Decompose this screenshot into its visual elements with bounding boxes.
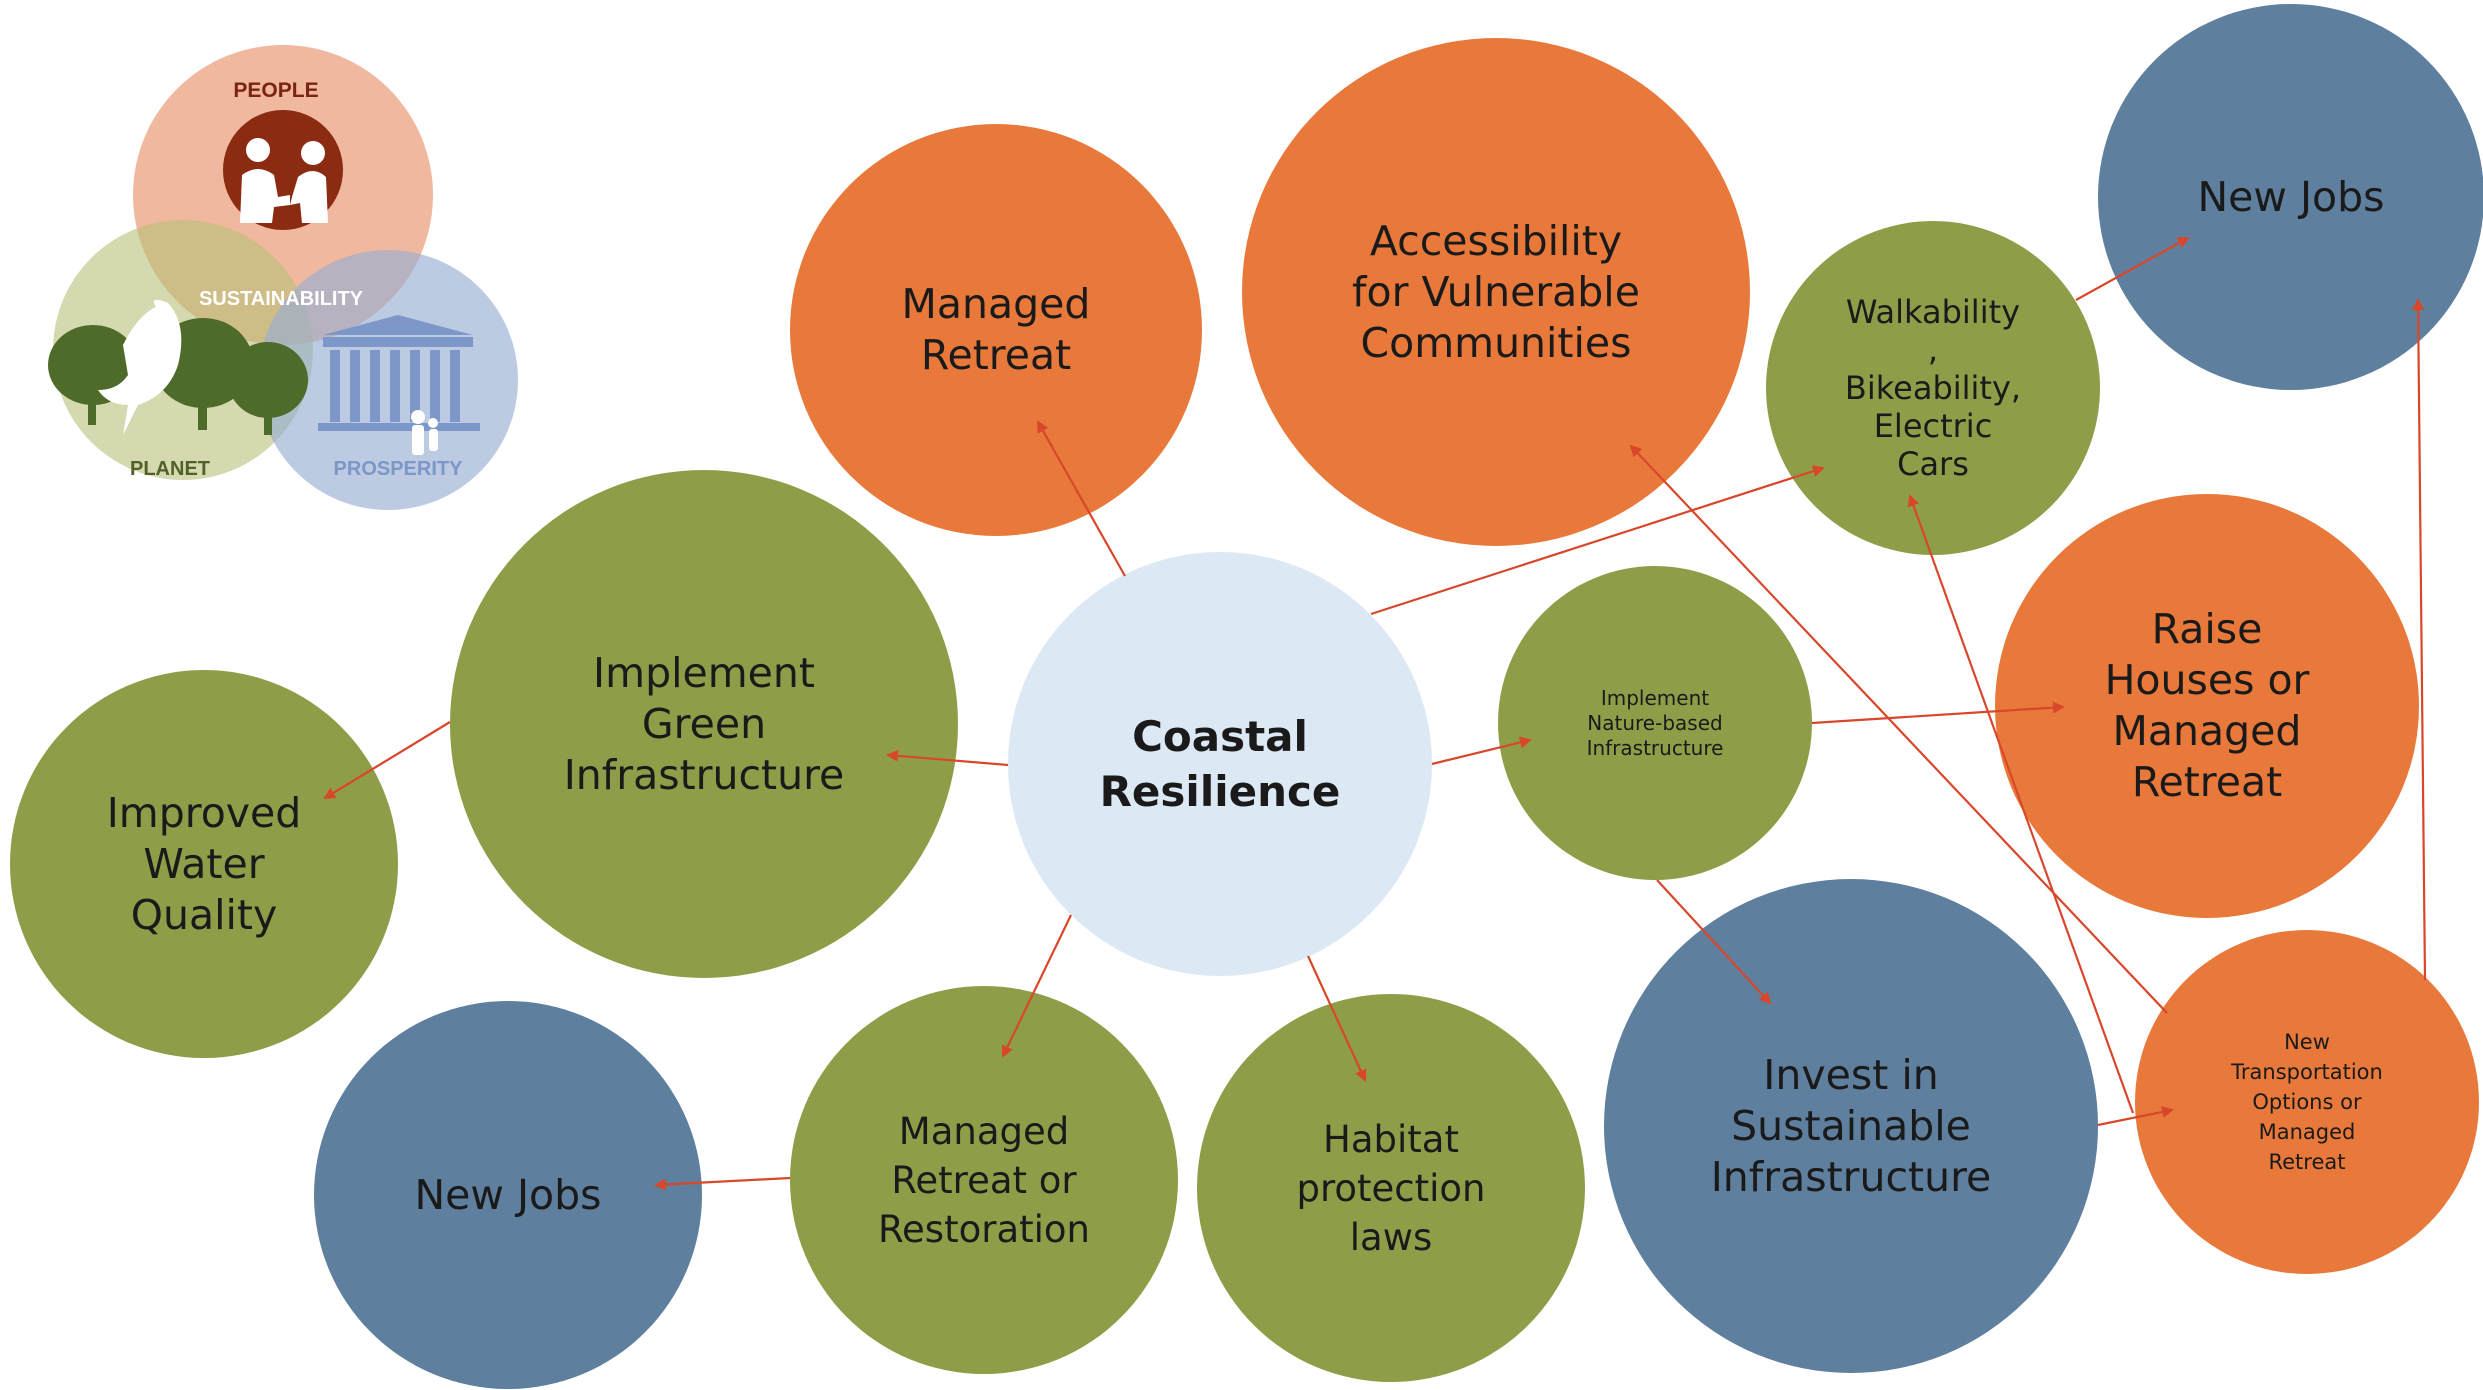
node-habitat-label: Habitat protection laws (1296, 1117, 1486, 1259)
node-managed-retreat-label: Managed Retreat (901, 280, 1091, 379)
node-raise-houses: Raise Houses or Managed Retreat (1995, 494, 2419, 918)
node-implement-green: Implement Green Infrastructure (450, 470, 958, 978)
node-new-transport: New Transportation Options or Managed Re… (2135, 930, 2479, 1274)
arrow-green-to-water (323, 721, 451, 800)
arrow-center-to-nature (1431, 736, 1532, 766)
sustainability-label: SUSTAINABILITY (199, 288, 364, 310)
arrow-center-to-walkability (1370, 465, 1825, 616)
arrow-center-to-green (886, 749, 1009, 767)
handshake-icon (223, 110, 343, 230)
arrow-invest-to-transport (2097, 1106, 2174, 1127)
arrow-walkability-to-new-jobs (2075, 237, 2190, 301)
node-accessibility: Accessibility for Vulnerable Communities (1242, 38, 1750, 546)
arrow-transport-to-accessibility (1629, 444, 2168, 1014)
node-raise-houses-label: Raise Houses or Managed Retreat (2104, 605, 2310, 806)
node-habitat: Habitat protection laws (1197, 994, 1585, 1382)
node-walkability-label: Walkability , Bikeability, Electric Cars (1844, 293, 2022, 483)
node-nature-based-label: Implement Nature-based Infrastructure (1586, 685, 1724, 760)
node-coastal-resilience: Coastal Resilience (1008, 552, 1432, 976)
node-invest-label: Invest in Sustainable Infrastructure (1710, 1050, 1992, 1201)
prosperity-circle (258, 250, 518, 510)
node-implement-green-label: Implement Green Infrastructure (563, 648, 845, 799)
node-managed-retreat: Managed Retreat (790, 124, 1202, 536)
node-new-jobs-top-label: New Jobs (2197, 172, 2385, 221)
arrow-restoration-to-jobs (654, 1176, 791, 1191)
heron-icon (98, 299, 182, 435)
arrow-transport-to-new-jobs (2412, 298, 2427, 981)
node-accessibility-label: Accessibility for Vulnerable Communities (1352, 216, 1640, 367)
sustainability-logo: PEOPLE SUSTAINABILITY PLANET PROSPERITY (48, 45, 518, 510)
node-nature-based: Implement Nature-based Infrastructure (1498, 566, 1812, 880)
building-icon (318, 315, 480, 431)
node-retreat-restoration-label: Managed Retreat or Restoration (878, 1109, 1090, 1251)
node-coastal-resilience-label: Coastal Resilience (1099, 712, 1341, 816)
node-improved-water-label: Improved Water Quality (106, 788, 302, 939)
node-new-jobs-bottom-label: New Jobs (414, 1170, 602, 1219)
arrow-transport-to-walkability (1907, 494, 2135, 1114)
arrow-nature-to-raise (1811, 701, 2065, 725)
family-icon (411, 410, 438, 455)
arrow-nature-to-invest (1656, 879, 1772, 1005)
people-label: PEOPLE (233, 79, 318, 102)
node-invest: Invest in Sustainable Infrastructure (1604, 879, 2098, 1373)
arrow-center-to-restoration (1001, 914, 1072, 1058)
arrow-center-to-habitat (1307, 955, 1367, 1082)
prosperity-label: PROSPERITY (334, 458, 464, 480)
node-walkability: Walkability , Bikeability, Electric Cars (1766, 221, 2100, 555)
node-improved-water: Improved Water Quality (10, 670, 398, 1058)
node-new-transport-label: New Transportation Options or Managed Re… (2231, 1030, 2383, 1174)
node-retreat-restoration: Managed Retreat or Restoration (790, 986, 1178, 1374)
arrow-center-to-managed-retreat (1037, 420, 1126, 577)
node-new-jobs-bottom: New Jobs (314, 1001, 702, 1389)
planet-label: PLANET (130, 458, 210, 480)
